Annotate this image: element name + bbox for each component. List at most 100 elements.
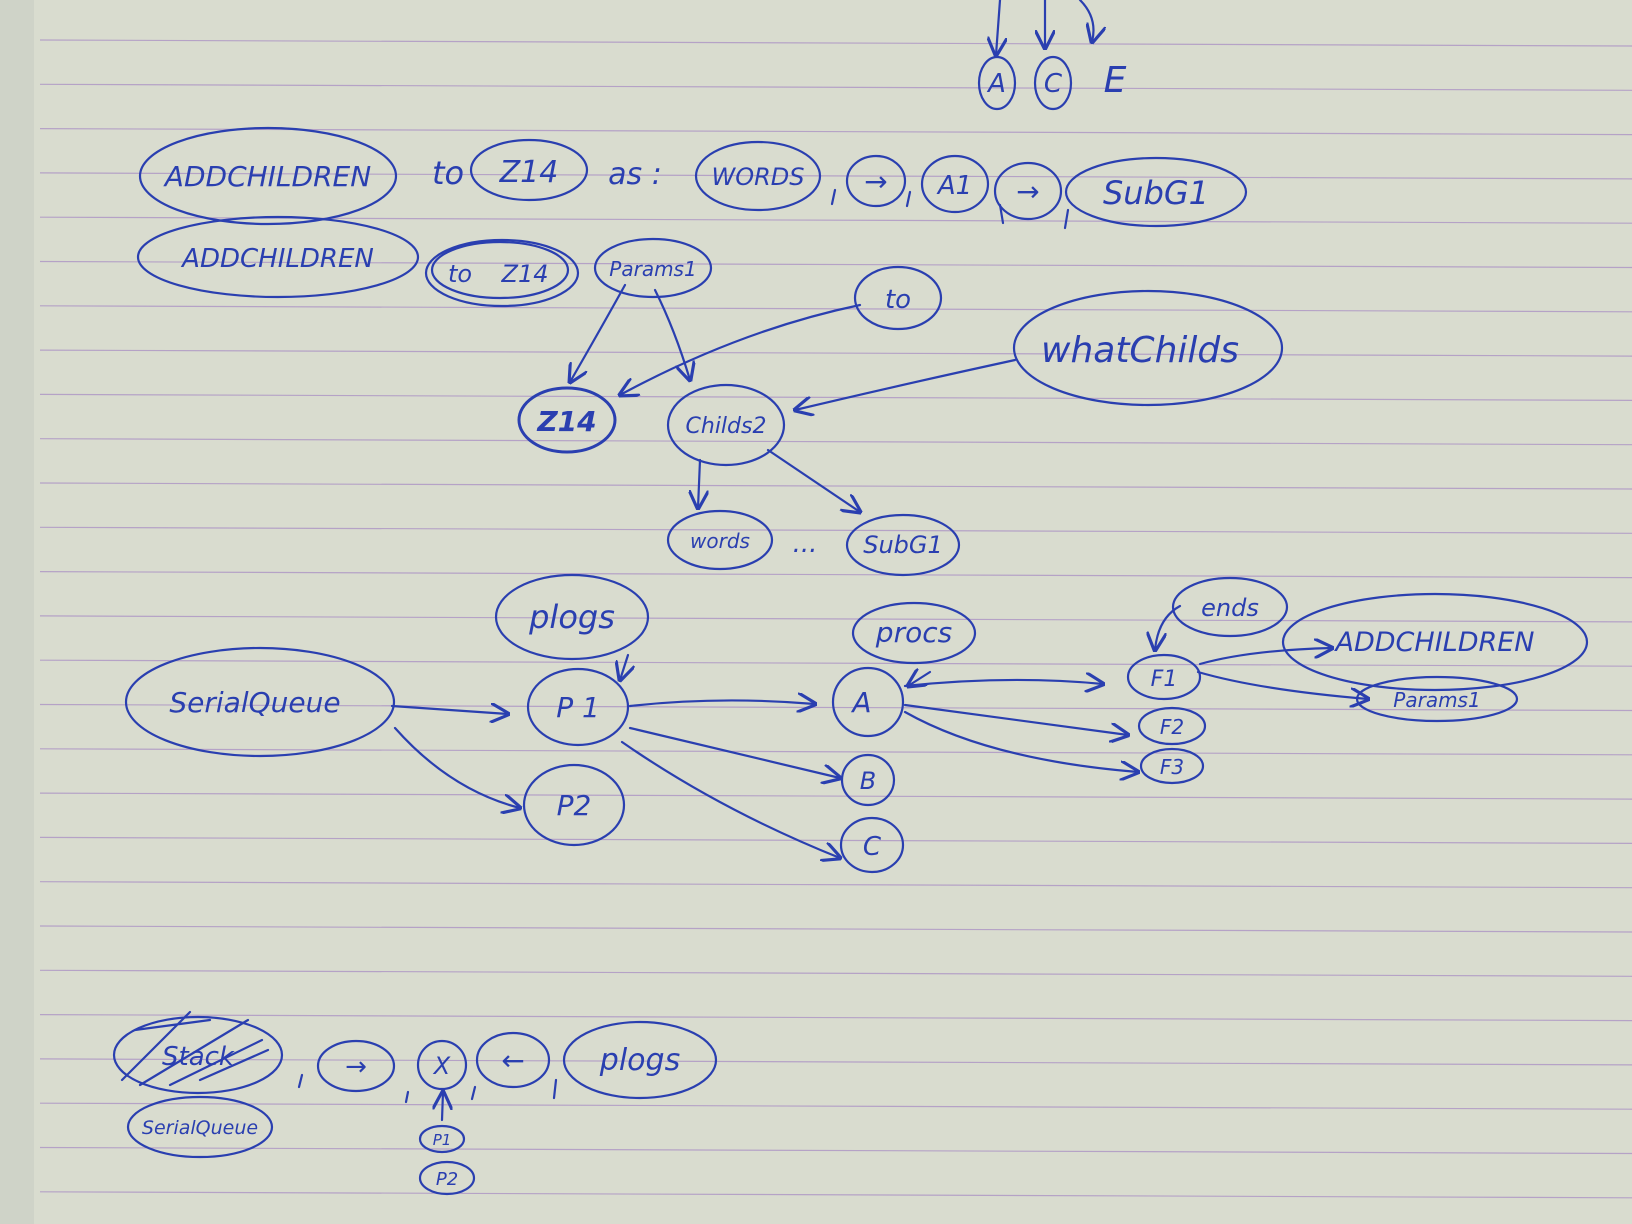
plogs-label: plogs (528, 598, 615, 636)
ruled-line (39, 1102, 1632, 1110)
subg1-oval (1064, 156, 1248, 228)
childs-oval (666, 383, 786, 467)
plogs-oval (494, 573, 650, 661)
arrow1-oval (845, 154, 907, 208)
graph1 (517, 265, 1284, 577)
a1-label: A1 (936, 171, 972, 201)
line2 (136, 215, 713, 308)
procs-label: procs (875, 616, 952, 649)
z14-label-2: Z14 (501, 260, 549, 288)
arrow2-oval-b (475, 1031, 551, 1089)
x-label: X (432, 1052, 451, 1080)
whatchilds-label: whatChilds (1041, 330, 1239, 371)
a-label: A (850, 686, 871, 719)
arrow1-label: → (864, 165, 887, 198)
top-tree (977, 0, 1094, 111)
node-e-top-label: E (1104, 60, 1127, 101)
ruled-line (39, 570, 1632, 579)
ruled-line (39, 792, 1632, 800)
ellipsis-label: ... (793, 529, 818, 559)
z14-oval-1 (469, 138, 589, 202)
node-a-top-label: A (986, 69, 1006, 99)
params1-label-1: Params1 (609, 257, 696, 281)
subg1-oval-2 (845, 513, 961, 577)
z14-label-3: Z14 (536, 405, 596, 438)
z14-label-1: Z14 (499, 155, 559, 190)
ruled-line (39, 836, 1632, 845)
to-word: to (432, 154, 464, 192)
stack-oval (112, 1015, 284, 1095)
addchildren-label-3: ADDCHILDREN (1333, 627, 1534, 658)
x-oval (416, 1039, 468, 1091)
serialqueue-oval (124, 646, 396, 758)
f2-label: F2 (1160, 715, 1184, 739)
params1-label-2: Params1 (1393, 688, 1480, 712)
plogs-oval-b (562, 1020, 718, 1100)
procs-oval (851, 601, 977, 665)
node-c-top (1033, 55, 1073, 111)
subg1-label-2: SubG1 (863, 531, 943, 559)
ruled-line (39, 748, 1632, 756)
p1-label-b: P1 (433, 1131, 452, 1149)
f3-label: F3 (1160, 755, 1184, 779)
serialqueue-label: SerialQueue (169, 686, 340, 719)
ends-oval (1171, 576, 1289, 638)
arrow2-oval (993, 161, 1063, 221)
ruled-line (39, 39, 1632, 47)
arrow1-oval-b (316, 1039, 396, 1093)
graph2 (124, 573, 1589, 874)
addchildren-oval-3 (1281, 592, 1589, 692)
childs-label: Childs2 (686, 414, 767, 439)
ruled-line (39, 1058, 1632, 1066)
whatchilds-oval (1012, 289, 1284, 407)
serialqueue-oval-b (126, 1095, 274, 1159)
ruled-line (39, 1146, 1632, 1155)
p1-oval (526, 667, 630, 747)
ruled-lines (39, 39, 1632, 1199)
to-label: to (885, 285, 911, 315)
arrow2-label-b: ← (501, 1044, 524, 1077)
plogs-label-b: plogs (599, 1043, 680, 1078)
ruled-line (39, 925, 1632, 933)
a-oval (831, 666, 905, 738)
ruled-line (39, 172, 1632, 180)
line1 (138, 126, 1248, 228)
ruled-line (39, 349, 1632, 357)
p2-label-b: P2 (436, 1169, 458, 1190)
p1-oval-b (418, 1124, 466, 1154)
ruled-line (39, 1191, 1632, 1199)
to-z14-oval (424, 238, 580, 308)
f3-oval (1139, 747, 1205, 785)
ruled-line (39, 659, 1632, 667)
f2-oval (1137, 706, 1207, 746)
f1-label: F1 (1151, 667, 1178, 692)
to-oval (853, 265, 943, 331)
words-label: WORDS (711, 163, 804, 191)
addchildren-oval-1 (138, 126, 398, 226)
node-c-top-label: C (1044, 69, 1063, 99)
to-box-label: to (448, 260, 472, 288)
as-word: as : (608, 157, 662, 192)
ruled-line (39, 438, 1632, 446)
ruled-line (39, 969, 1632, 977)
ruled-line (39, 393, 1632, 401)
words-oval-2 (666, 509, 774, 571)
ruled-line (39, 305, 1632, 313)
p2-label: P2 (557, 789, 592, 822)
scribble (120, 1010, 270, 1087)
ends-label: ends (1201, 594, 1259, 622)
node-a-top (977, 55, 1017, 111)
addchildren-label-1: ADDCHILDREN (163, 160, 371, 193)
params1-oval-1 (593, 237, 713, 299)
p1-label: P 1 (556, 691, 600, 724)
arrow2-label: → (1016, 175, 1039, 208)
subg1-label: SubG1 (1103, 174, 1209, 212)
z14-oval-2 (517, 386, 617, 454)
words-oval (694, 140, 822, 212)
words-label-2: words (690, 529, 750, 553)
ruled-line (39, 482, 1632, 490)
ruled-line (39, 1013, 1632, 1022)
ruled-line (39, 881, 1632, 889)
commas (297, 188, 1070, 1104)
bottom-sequence (112, 188, 1070, 1196)
